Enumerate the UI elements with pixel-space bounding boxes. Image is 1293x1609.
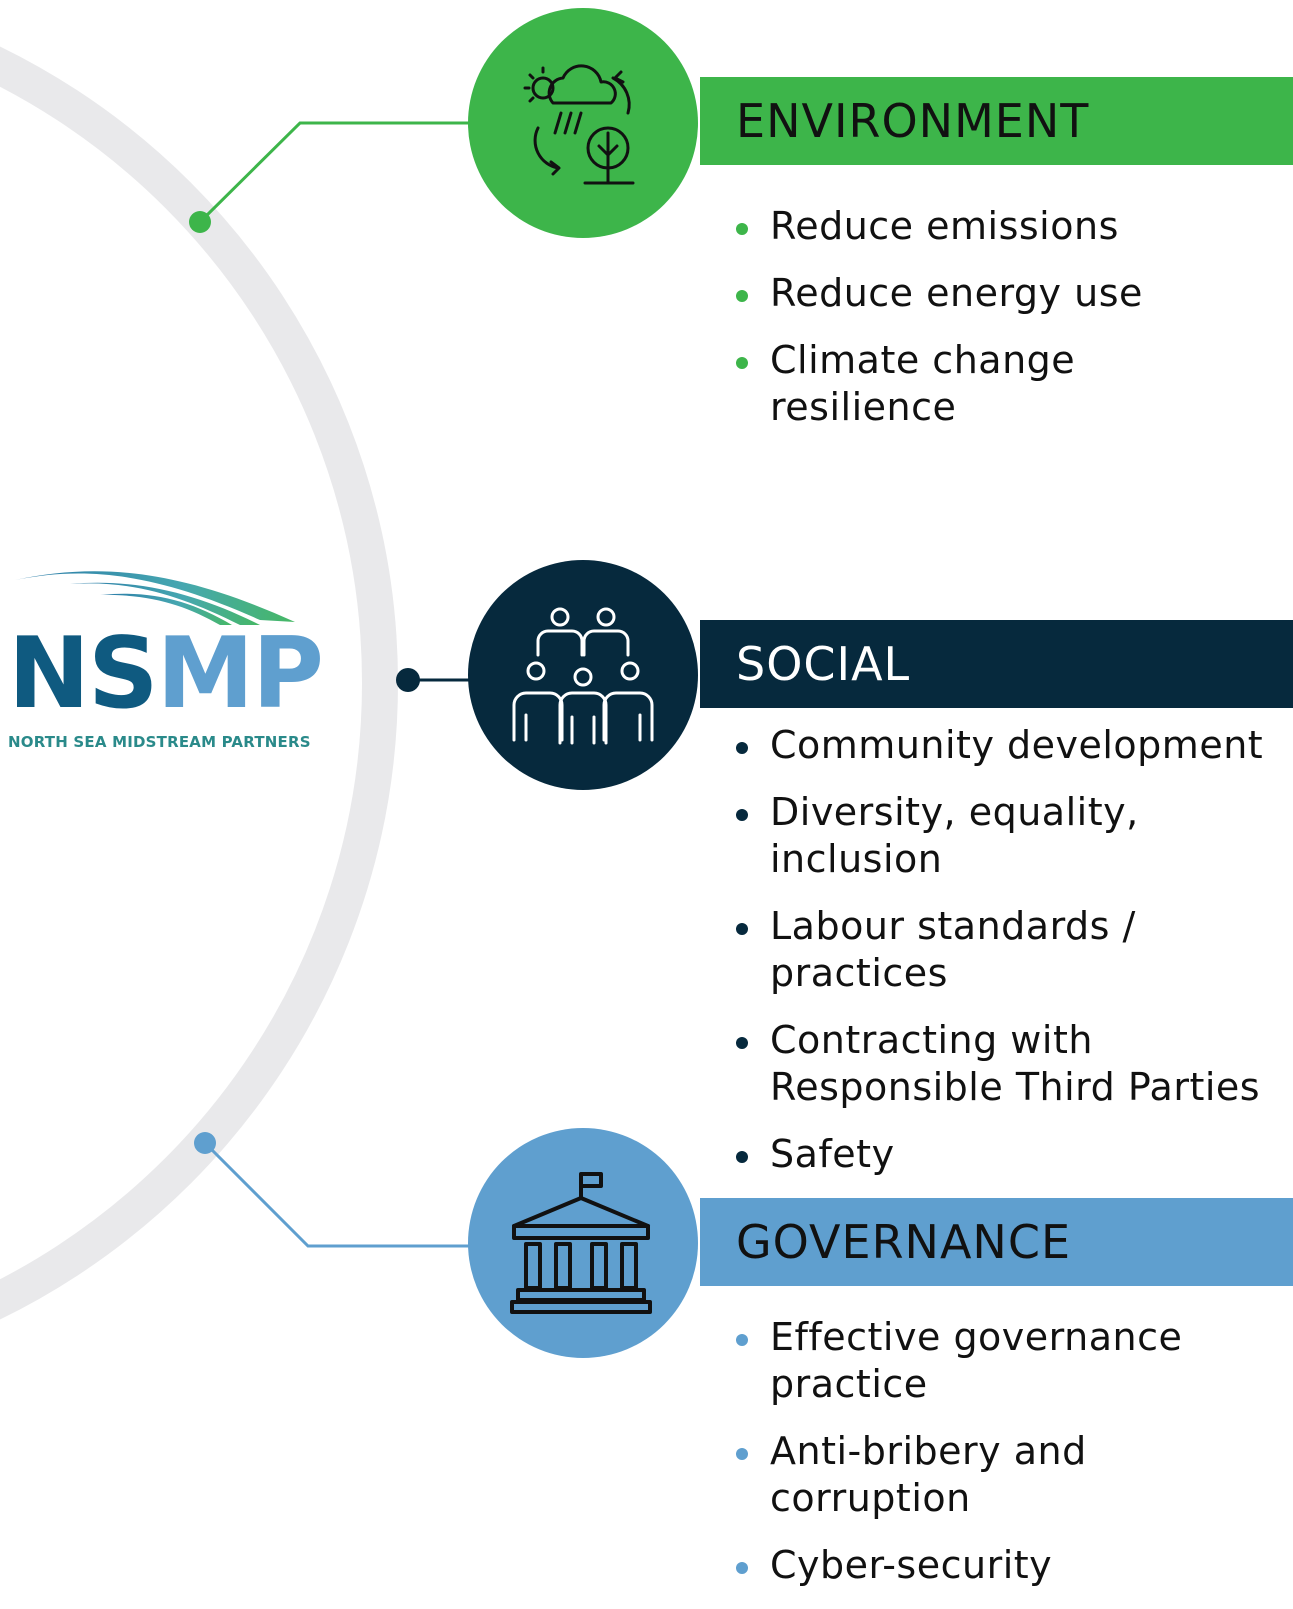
social-connector-dot (396, 668, 420, 692)
bullet-dot (736, 1334, 748, 1346)
logo-letter-s: S (88, 617, 159, 731)
logo-letter-n: N (8, 617, 90, 731)
list-item: Contracting with Responsible Third Parti… (730, 1017, 1290, 1111)
social-title: SOCIAL (736, 637, 911, 691)
bullet-dot (736, 742, 748, 754)
waves-logo-icon (15, 571, 295, 625)
environment-title: ENVIRONMENT (736, 94, 1090, 148)
governance-connector-dot (194, 1132, 216, 1154)
bullet-dot (736, 1448, 748, 1460)
list-item-text: Contracting with Responsible Third Parti… (770, 1018, 1261, 1109)
list-item: Diversity, equality, inclusion (730, 789, 1190, 883)
list-item: Reduce energy use (730, 270, 1150, 317)
list-item: Effective governance practice (730, 1314, 1270, 1408)
logo-letter-m: M (156, 617, 255, 731)
environment-connector (198, 121, 470, 224)
logo-tagline: NORTH SEA MIDSTREAM PARTNERS (8, 733, 311, 751)
bullet-dot (736, 223, 748, 235)
list-item-text: Labour standards / practices (770, 904, 1136, 995)
institution-building-icon (510, 1172, 652, 1314)
people-group-icon (512, 607, 654, 745)
list-item-text: Anti-bribery and corruption (770, 1429, 1087, 1520)
social-list: Community development Diversity, equalit… (730, 722, 1290, 1198)
list-item-text: Reduce energy use (770, 271, 1143, 315)
bullet-dot (736, 290, 748, 302)
governance-connector (203, 1141, 470, 1248)
list-item: Anti-bribery and corruption (730, 1428, 1170, 1522)
environment-connector-dot (189, 211, 211, 233)
list-item: Cyber-security (730, 1542, 1270, 1589)
bullet-dot (736, 923, 748, 935)
list-item: Community development (730, 722, 1290, 769)
governance-title: GOVERNANCE (736, 1215, 1072, 1269)
list-item-text: Safety (770, 1132, 895, 1176)
list-item-text: Reduce emissions (770, 204, 1119, 248)
social-band: SOCIAL (700, 620, 1293, 708)
logo-letter-p: P (252, 617, 324, 731)
list-item-text: Climate change resilience (770, 338, 1076, 429)
list-item-text: Cyber-security (770, 1543, 1053, 1587)
list-item-text: Effective governance practice (770, 1315, 1183, 1406)
social-icon-circle (468, 560, 698, 790)
bullet-dot (736, 1037, 748, 1049)
bullet-dot (736, 1151, 748, 1163)
list-item: Reduce emissions (730, 203, 1150, 250)
list-item: Safety (730, 1131, 1290, 1178)
logo-wordmark: NSMP (8, 624, 324, 724)
environment-list: Reduce emissions Reduce energy use Clima… (730, 203, 1150, 451)
environment-icon-circle (468, 8, 698, 238)
governance-icon-circle (468, 1128, 698, 1358)
bullet-dot (736, 809, 748, 821)
list-item-text: Community development (770, 723, 1264, 767)
governance-list: Effective governance practice Anti-bribe… (730, 1314, 1270, 1609)
background-ring (0, 46, 398, 1320)
bullet-dot (736, 1562, 748, 1574)
climate-cloud-tree-icon (523, 64, 635, 185)
environment-band: ENVIRONMENT (700, 77, 1293, 165)
bullet-dot (736, 357, 748, 369)
list-item: Labour standards / practices (730, 903, 1200, 997)
list-item: Climate change resilience (730, 337, 1150, 431)
list-item-text: Diversity, equality, inclusion (770, 790, 1139, 881)
governance-band: GOVERNANCE (700, 1198, 1293, 1286)
